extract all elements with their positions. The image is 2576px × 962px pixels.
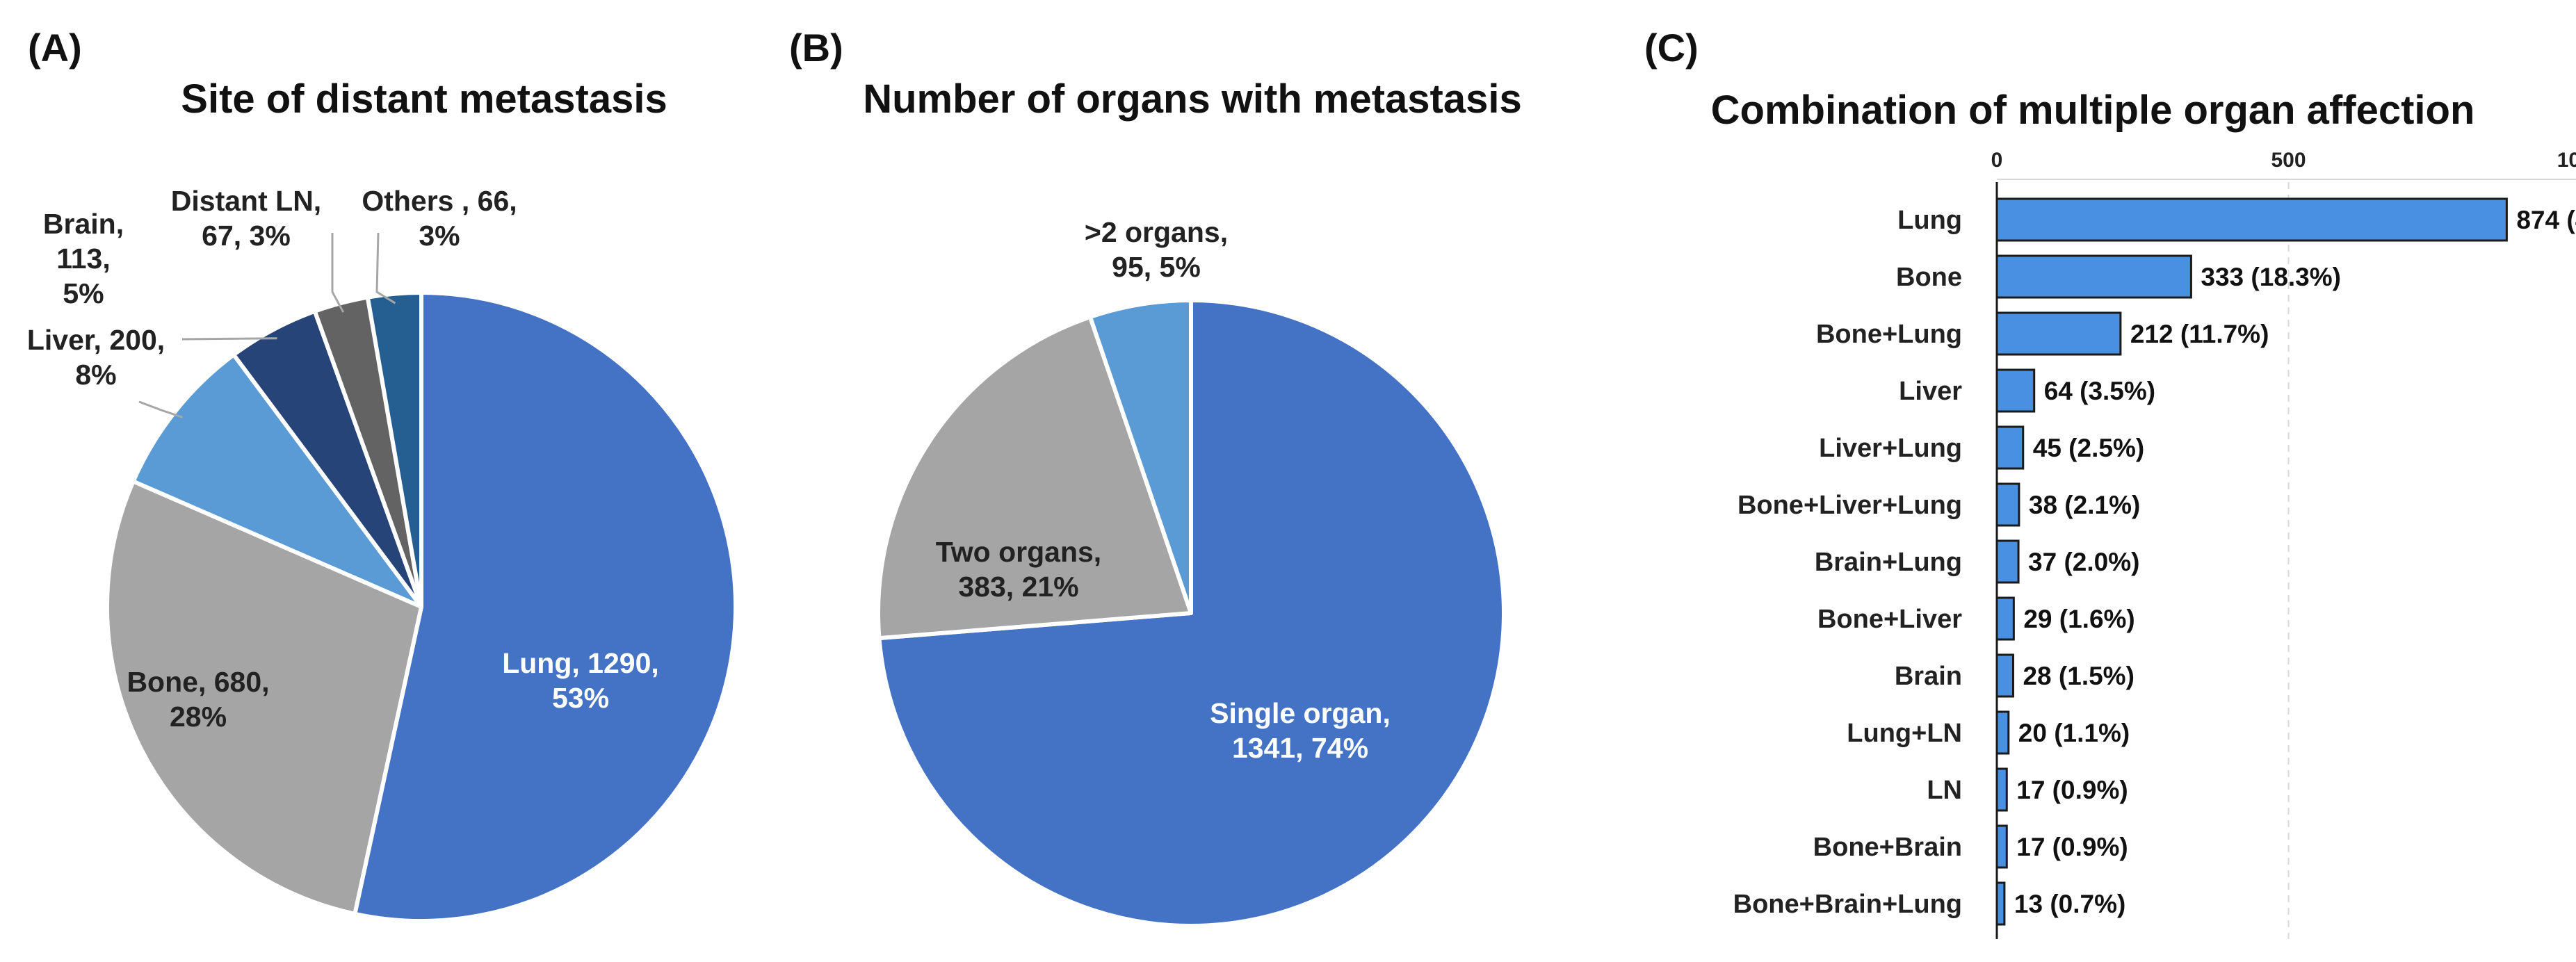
bar-brain-lung xyxy=(1995,539,2020,584)
bar-value-label: 37 (2.0%) xyxy=(2028,548,2139,576)
bar-lung xyxy=(1995,197,2508,242)
bar-bone-lung xyxy=(1995,311,2122,356)
category-label: Bone+Brain+Lung xyxy=(1733,890,1962,919)
bar-lung-ln xyxy=(1995,710,2010,755)
slice-label: Single organ,1341, 74% xyxy=(1210,697,1391,764)
pie-b: Single organ,1341, 74% Two organs,383, 21… xyxy=(876,216,1506,928)
slice-label: Others , 66,3% xyxy=(362,185,517,252)
bar-value-label: 212 (11.7%) xyxy=(2130,320,2269,348)
panel-b: (B) Number of organs with metastasis Sin… xyxy=(789,26,1522,928)
bar-value-label: 20 (1.1%) xyxy=(2018,719,2130,747)
panel-a-label: (A) xyxy=(28,26,82,70)
bar-value-label: 28 (1.5%) xyxy=(2023,662,2134,690)
category-label: Lung xyxy=(1897,206,1962,235)
bar-value-label: 17 (0.9%) xyxy=(2016,833,2128,861)
pie-slice--2-organs xyxy=(1087,298,1193,615)
panel-b-title: Number of organs with metastasis xyxy=(863,76,1522,122)
slice-label: Distant LN,67, 3% xyxy=(171,185,321,252)
category-label: Bone xyxy=(1896,263,1962,292)
bar-value-label: 17 (0.9%) xyxy=(2016,776,2128,804)
bar-bone-liver xyxy=(1995,596,2015,641)
category-label: Bone+Liver+Lung xyxy=(1737,491,1962,520)
leader-line xyxy=(138,400,184,418)
bar-value-label: 45 (2.5%) xyxy=(2033,434,2144,462)
x-tick-label: 0 xyxy=(1991,149,2003,172)
category-label: Liver+Lung xyxy=(1819,434,1962,463)
leader-line xyxy=(331,233,345,313)
slice-label: Two organs,383, 21% xyxy=(936,536,1101,603)
bar-value-label: 333 (18.3%) xyxy=(2201,263,2341,291)
bar-ln xyxy=(1995,767,2008,812)
bar-bone-liver-lung xyxy=(1995,482,2020,527)
bar-brain xyxy=(1995,653,2014,698)
category-label: Bone+Liver xyxy=(1817,605,1962,634)
category-label: Brain+Lung xyxy=(1815,548,1962,577)
x-tick-label: 500 xyxy=(2271,149,2306,172)
pie-slice-two-organs xyxy=(876,315,1193,641)
bar-liver-lung xyxy=(1995,425,2025,470)
category-label: Bone+Brain xyxy=(1813,833,1962,862)
slice-label: Bone, 680,28% xyxy=(127,666,269,733)
slice-label: Lung, 1290,53% xyxy=(502,647,659,714)
bar-chart-c: 0 500 1000Lung 874 (48.0%) Bone 333 (18.3%) Bo… xyxy=(1733,149,2576,939)
panel-c: (C) Combination of multiple organ affect… xyxy=(1644,26,2576,939)
panel-c-label: (C) xyxy=(1644,26,1699,70)
pie-a: Lung, 1290,53% Bone, 680,28% Liver, 200,8%… xyxy=(27,185,738,923)
x-tick-label: 1000 xyxy=(2557,149,2576,172)
slice-label: Brain,113,5% xyxy=(43,208,124,309)
pie-slice-bone xyxy=(105,479,423,916)
slice-label: >2 organs,95, 5% xyxy=(1085,216,1228,283)
bar-value-label: 874 (48.0%) xyxy=(2516,206,2576,234)
bar-value-label: 38 (2.1%) xyxy=(2029,491,2140,519)
pie-slice-liver xyxy=(131,352,423,609)
bar-value-label: 29 (1.6%) xyxy=(2023,605,2134,633)
bar-value-label: 13 (0.7%) xyxy=(2014,890,2125,918)
panel-a-title: Site of distant metastasis xyxy=(181,76,667,122)
category-label: Liver xyxy=(1899,377,1962,406)
bar-bone-brain-lung xyxy=(1995,881,2006,926)
category-label: Lung+LN xyxy=(1847,719,1962,748)
bar-bone xyxy=(1995,254,2192,299)
slice-label: Liver, 200,8% xyxy=(27,324,165,391)
pie-slice-lung xyxy=(353,291,738,923)
bar-value-label: 64 (3.5%) xyxy=(2044,377,2155,405)
panel-c-title: Combination of multiple organ affection xyxy=(1711,88,2475,133)
bar-bone-brain xyxy=(1995,824,2008,869)
bar-liver xyxy=(1995,368,2036,413)
category-label: LN xyxy=(1927,776,1962,805)
panel-b-label: (B) xyxy=(789,26,843,70)
pie-slice-others xyxy=(365,291,423,609)
category-label: Bone+Lung xyxy=(1816,320,1962,349)
category-label: Brain xyxy=(1895,662,1962,691)
leader-line xyxy=(375,232,396,304)
panel-a: (A) Site of distant metastasis Lung, 129… xyxy=(27,26,738,923)
